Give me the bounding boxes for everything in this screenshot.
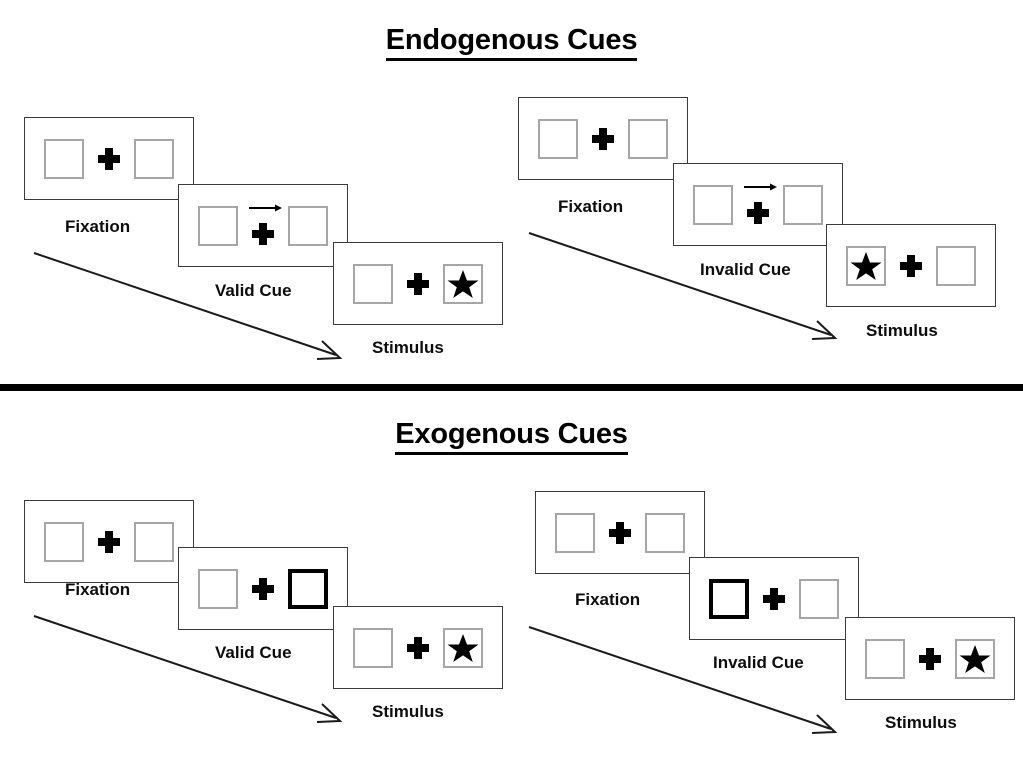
fixation-cross-icon [763,587,785,610]
target-box-right [955,638,995,679]
target-box-right [443,627,483,668]
section-title-endogenous-text: Endogenous Cues [385,24,637,61]
panel-exogenous-valid-cue [178,547,348,630]
display-exogenous-valid-fixation [44,521,174,562]
caption-endogenous-invalid-cue: Invalid Cue [700,260,791,279]
panel-endogenous-valid-stimulus [333,242,503,325]
placeholder-box-left [44,138,84,179]
placeholder-box-left [555,512,595,553]
center-slot [900,246,922,286]
center-slot [763,579,785,619]
display-exogenous-valid-cue [198,568,328,609]
fixation-cross-icon [609,521,631,544]
fixation-cross-icon [252,222,274,245]
fixation-cross-icon [407,636,429,659]
placeholder-box-left [353,627,393,668]
placeholder-box-right [936,245,976,286]
placeholder-box-left [44,521,84,562]
time-arrow-endogenous-valid [33,252,343,360]
caption-exogenous-valid-fixation: Fixation [65,580,131,599]
caption-endogenous-invalid-fixation: Fixation [558,197,624,216]
center-slot [252,569,274,609]
caption-exogenous-valid-stimulus: Stimulus [372,702,444,721]
star-target-icon [447,269,479,298]
placeholder-box-left [538,118,578,159]
placeholder-box-right [288,205,328,246]
fixation-cross-icon [900,254,922,277]
panel-exogenous-invalid-stimulus [845,617,1015,700]
fixation-cross-icon [407,272,429,295]
panel-exogenous-valid-fixation [24,500,194,583]
display-endogenous-invalid-stimulus [846,245,976,286]
center-slot [407,264,429,304]
caption-exogenous-invalid-stimulus: Stimulus [885,713,957,732]
display-exogenous-invalid-cue [709,578,839,619]
section-title-exogenous-text: Exogenous Cues [395,418,628,455]
center-slot [249,204,282,247]
placeholder-box-right [645,512,685,553]
display-endogenous-valid-cue [198,204,328,247]
section-title-exogenous: Exogenous Cues [0,418,1023,455]
center-slot [609,513,631,553]
caption-endogenous-invalid-stimulus: Stimulus [866,321,938,340]
fixation-cross-icon [98,147,120,170]
fixation-cross-icon [747,201,769,224]
placeholder-box-left [198,205,238,246]
placeholder-box-left [865,638,905,679]
target-box-right [443,263,483,304]
target-box-left [846,245,886,286]
panel-endogenous-valid-fixation [24,117,194,200]
display-endogenous-valid-fixation [44,138,174,179]
panel-endogenous-invalid-cue [673,163,843,246]
placeholder-box-right [783,184,823,225]
placeholder-box-right [134,138,174,179]
fixation-cross-icon [919,647,941,670]
display-exogenous-valid-stimulus [353,627,483,668]
fixation-cross-icon [98,530,120,553]
placeholder-box-right [799,578,839,619]
time-arrow-exogenous-invalid [528,626,838,734]
placeholder-box-left [693,184,733,225]
arrow-right-cue-icon [744,183,777,190]
caption-endogenous-valid-stimulus: Stimulus [372,338,444,357]
display-endogenous-invalid-fixation [538,118,668,159]
placeholder-box-left [198,568,238,609]
arrow-right-cue-icon [249,204,282,211]
placeholder-box-right [628,118,668,159]
caption-exogenous-invalid-fixation: Fixation [575,590,641,609]
section-divider [0,384,1023,391]
display-endogenous-valid-stimulus [353,263,483,304]
cued-box-right [288,568,328,609]
center-slot [98,522,120,562]
display-exogenous-invalid-fixation [555,512,685,553]
display-exogenous-invalid-stimulus [865,638,995,679]
panel-exogenous-invalid-fixation [535,491,705,574]
caption-endogenous-valid-cue: Valid Cue [215,281,292,300]
panel-exogenous-valid-stimulus [333,606,503,689]
center-slot [744,183,777,226]
cued-box-left [709,578,749,619]
fixation-cross-icon [592,127,614,150]
time-arrow-endogenous-invalid [528,232,838,340]
panel-exogenous-invalid-cue [689,557,859,640]
panel-endogenous-invalid-stimulus [826,224,996,307]
display-endogenous-invalid-cue [693,183,823,226]
center-slot [919,639,941,679]
star-target-icon [447,633,479,662]
panel-endogenous-invalid-fixation [518,97,688,180]
time-arrow-exogenous-valid [33,615,343,723]
caption-exogenous-valid-cue: Valid Cue [215,643,292,662]
placeholder-box-left [353,263,393,304]
placeholder-box-right [134,521,174,562]
center-slot [407,628,429,668]
fixation-cross-icon [252,577,274,600]
center-slot [98,139,120,179]
star-target-icon [850,251,882,280]
panel-endogenous-valid-cue [178,184,348,267]
caption-endogenous-valid-fixation: Fixation [65,217,131,236]
star-target-icon [959,644,991,673]
center-slot [592,119,614,159]
caption-exogenous-invalid-cue: Invalid Cue [713,653,804,672]
section-title-endogenous: Endogenous Cues [0,24,1023,61]
